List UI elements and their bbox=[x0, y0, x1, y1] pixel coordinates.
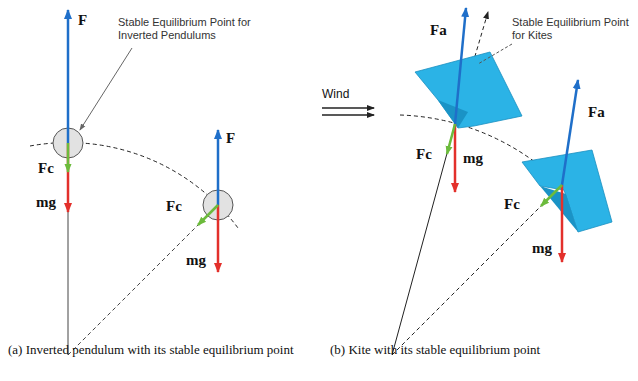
force-label: mg bbox=[186, 252, 206, 269]
callout-note: Stable Equilibrium Point for Kites bbox=[512, 16, 630, 41]
force-arrow bbox=[67, 10, 70, 143]
kite-shape bbox=[522, 150, 612, 232]
gravity-arrow bbox=[67, 143, 70, 212]
force-label: F bbox=[226, 130, 235, 147]
aero-force-arrow bbox=[455, 8, 466, 124]
gravity-arrow bbox=[561, 185, 564, 262]
force-label: Fa bbox=[588, 104, 605, 121]
force-arrow bbox=[217, 130, 220, 205]
kite-fold bbox=[438, 100, 468, 128]
centripetal-arrow bbox=[541, 185, 562, 206]
pendulum-figure bbox=[30, 10, 238, 355]
wind-arrows bbox=[322, 108, 374, 115]
aero-force-arrow bbox=[562, 80, 578, 185]
kite-figure bbox=[322, 8, 612, 355]
force-label: Fc bbox=[416, 146, 432, 163]
force-label: mg bbox=[463, 150, 483, 167]
leader-line bbox=[478, 44, 512, 64]
kite-tether bbox=[392, 185, 562, 355]
kite-shape bbox=[415, 52, 522, 128]
wind-label: Wind bbox=[322, 88, 349, 101]
pendulum-rod bbox=[68, 216, 207, 355]
centripetal-arrow bbox=[67, 143, 70, 172]
force-label: Fc bbox=[38, 160, 54, 177]
figure-caption: (a) Inverted pendulum with its stable eq… bbox=[8, 342, 300, 358]
gravity-arrow bbox=[217, 205, 220, 272]
force-label: mg bbox=[532, 240, 552, 257]
force-label: mg bbox=[36, 194, 56, 211]
kite-fold bbox=[540, 186, 578, 232]
force-label: Fa bbox=[430, 22, 447, 39]
wind-arrow bbox=[322, 114, 374, 116]
centripetal-arrow bbox=[447, 124, 455, 154]
figure-caption: (b) Kite with its stable equilibrium poi… bbox=[330, 342, 630, 358]
force-label: F bbox=[78, 12, 87, 29]
kite-tether bbox=[392, 124, 455, 355]
leader-line bbox=[80, 48, 132, 130]
force-label: Fc bbox=[504, 196, 520, 213]
force-label: Fc bbox=[166, 198, 182, 215]
gravity-arrow bbox=[454, 124, 457, 192]
callout-note: Stable Equilibrium Point for Inverted Pe… bbox=[118, 16, 258, 41]
wind-arrow bbox=[322, 107, 374, 109]
centripetal-arrow bbox=[198, 205, 218, 225]
